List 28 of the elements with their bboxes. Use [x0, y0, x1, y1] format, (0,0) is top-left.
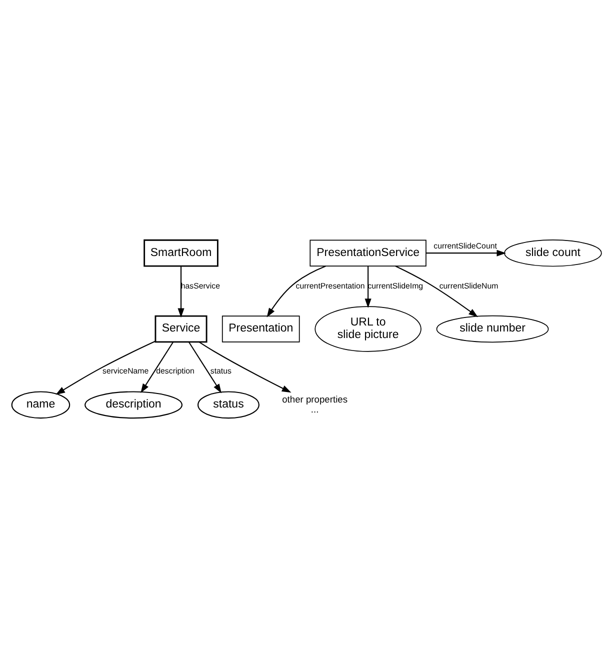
edge-label: serviceName: [102, 366, 149, 376]
edge-label: currentSlideCount: [434, 241, 497, 250]
arrow: [140, 341, 174, 392]
edge-label: hasService: [180, 280, 220, 290]
arrow: [188, 341, 222, 393]
arrow: [198, 341, 292, 392]
edge-label: currentSlideImg: [368, 280, 424, 290]
arrow: [266, 265, 326, 317]
edge-label: currentPresentation: [296, 280, 365, 290]
node-text: other properties ...: [282, 394, 348, 414]
arrow: [364, 266, 372, 308]
node-ellipse: URL to slide picture: [314, 306, 422, 352]
arrow: [395, 265, 478, 317]
arrow: [178, 266, 184, 318]
node-ellipse: slide count: [504, 239, 602, 266]
node-ellipse: description: [84, 390, 183, 418]
node-ellipse: status: [197, 390, 260, 418]
node-ellipse: name: [11, 390, 70, 418]
edge-label: status: [210, 366, 232, 376]
node-ellipse: slide number: [436, 314, 549, 342]
edge-label: currentSlideNum: [439, 280, 498, 290]
node-box: SmartRoom: [144, 238, 218, 266]
node-box: PresentationService: [310, 239, 426, 266]
node-box: Presentation: [222, 315, 300, 342]
node-box: Service: [154, 314, 208, 342]
arrow: [426, 249, 506, 256]
arrow: [56, 340, 156, 394]
edge-label: description: [156, 366, 194, 376]
